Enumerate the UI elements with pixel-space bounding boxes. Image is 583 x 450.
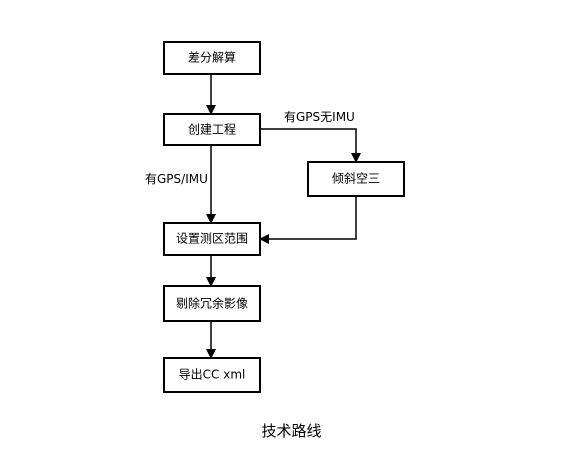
node-oblique-aerial-triangulation: 倾斜空三 bbox=[307, 161, 405, 197]
node-export-cc-xml: 导出CC xml bbox=[163, 357, 261, 393]
node-diff-solve-label: 差分解算 bbox=[188, 50, 236, 65]
edge-label-gps-imu: 有GPS/IMU bbox=[145, 172, 208, 186]
edge-oblique-to-set-area bbox=[259, 196, 357, 244]
node-remove-redundant-images: 剔除冗余影像 bbox=[163, 285, 261, 322]
node-export-cc-xml-label: 导出CC xml bbox=[179, 368, 246, 382]
node-create-project-label: 创建工程 bbox=[188, 122, 236, 137]
node-set-survey-area-label: 设置测区范围 bbox=[176, 232, 248, 246]
node-oblique-aerial-triangulation-label: 倾斜空三 bbox=[332, 172, 380, 186]
figure-caption: 技术路线 bbox=[261, 422, 322, 440]
edge-label-gps-no-imu: 有GPS无IMU bbox=[284, 110, 355, 124]
edge-create-to-oblique bbox=[259, 128, 361, 163]
flowchart: 有GPS无IMU 有GPS/IMU 差分解算 创建工程 倾斜空三 设置测区范围 … bbox=[145, 41, 405, 393]
node-remove-redundant-images-label: 剔除冗余影像 bbox=[176, 296, 248, 311]
node-create-project: 创建工程 bbox=[163, 113, 261, 146]
node-set-survey-area: 设置测区范围 bbox=[163, 222, 261, 256]
node-diff-solve: 差分解算 bbox=[163, 41, 261, 75]
